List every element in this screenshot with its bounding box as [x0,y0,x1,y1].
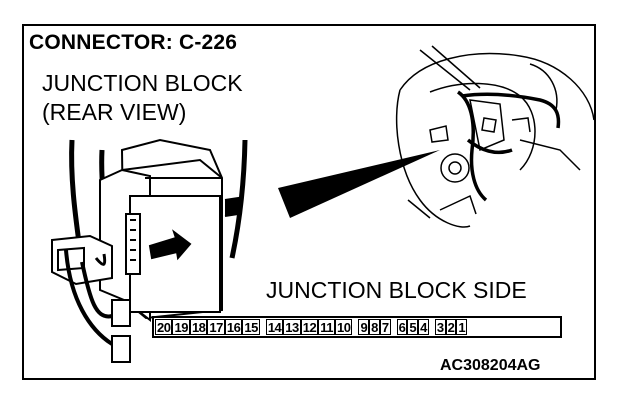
connector-pin-19: 19 [172,319,190,335]
connector-pin-3: 3 [434,319,446,335]
connector-pin-18: 18 [189,319,208,335]
connector-pin-13: 13 [283,319,301,335]
view-label-line1: JUNCTION BLOCK [42,70,243,96]
side-label: JUNCTION BLOCK SIDE [266,277,527,303]
connector-pin-20: 20 [155,319,173,335]
connector-pin-17: 17 [207,319,225,335]
connector-pin-2: 2 [445,319,457,335]
junction-block-illustration [51,138,248,363]
connector-pin-6: 6 [396,319,408,335]
diagram-frame [22,24,596,380]
connector-pin-11: 11 [318,319,335,335]
connector-pin-16: 16 [224,319,243,335]
connector-pin-7: 7 [379,319,391,335]
connector-pin-9: 9 [358,319,370,335]
connector-title: CONNECTOR: C-226 [29,31,238,54]
connector-pin-15: 15 [242,319,260,335]
connector-pin-14: 14 [265,319,284,335]
dashboard-illustration [395,45,595,228]
connector-pin-10: 10 [334,319,353,335]
connector-pin-4: 4 [418,319,429,335]
view-label-line2: (REAR VIEW) [42,99,187,125]
connector-pin-12: 12 [300,319,319,335]
diagram-code: AC308204AG [440,357,541,374]
pointer-wedge [278,150,440,218]
connector-pin-8: 8 [369,319,380,335]
connector-pin-1: 1 [456,319,468,335]
connector-pin-5: 5 [407,319,419,335]
dashboard-harness [456,90,561,202]
